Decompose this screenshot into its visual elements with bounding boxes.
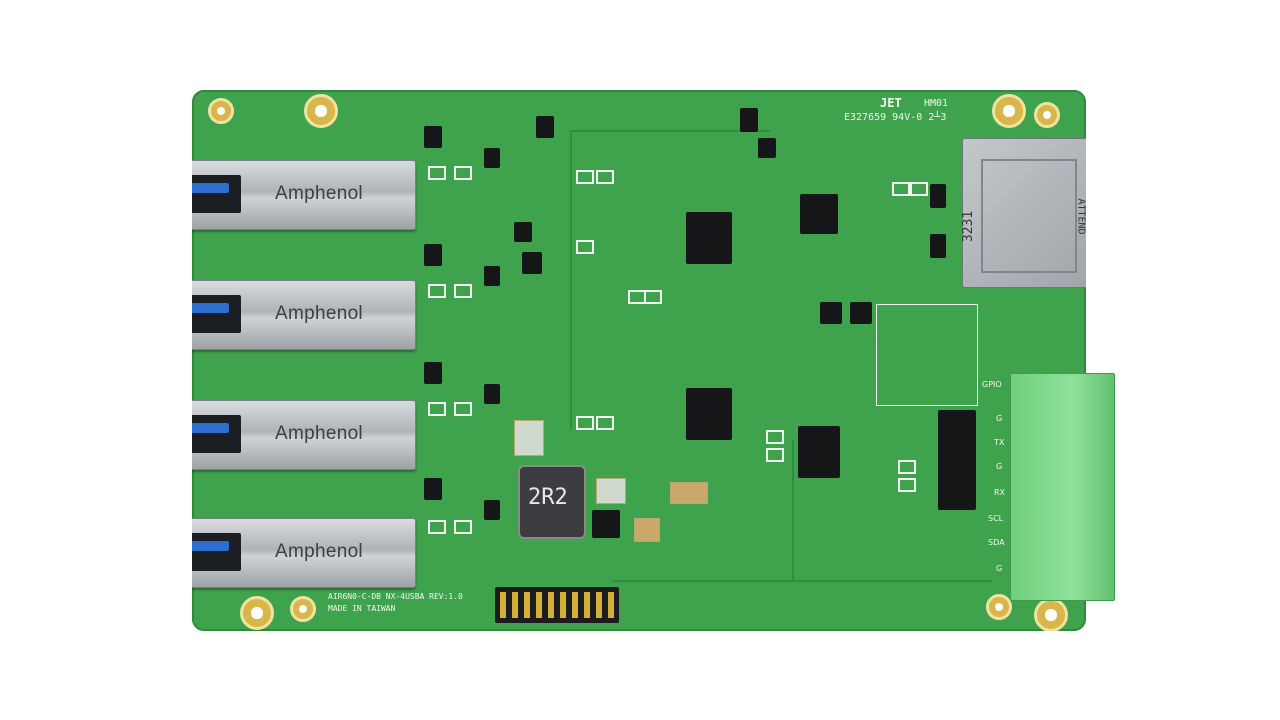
small-chip — [758, 138, 776, 158]
usb-tongue — [192, 303, 229, 313]
smd-pad — [766, 430, 784, 444]
capacitor — [670, 482, 708, 504]
usb-port-4[interactable]: Amphenol — [192, 518, 416, 588]
usb-slot — [192, 415, 241, 453]
smd-pad — [454, 166, 472, 180]
smd-pad — [576, 240, 594, 254]
transistor — [484, 500, 500, 520]
smd-pad — [428, 402, 446, 416]
smd-pad — [892, 182, 910, 196]
trace — [792, 440, 794, 580]
tssop-chip — [938, 410, 976, 510]
usb-tongue — [192, 541, 229, 551]
gpio-pin-label: RX — [994, 488, 1006, 497]
connector-brand: Amphenol — [275, 541, 363, 562]
small-chip — [740, 108, 758, 132]
smd-pad — [576, 416, 594, 430]
gpio-pin-label: G — [996, 414, 1003, 423]
smd-pad — [428, 284, 446, 298]
inductor-label: 2R2 — [528, 485, 568, 510]
smd-pad — [428, 166, 446, 180]
usb-tongue — [192, 183, 229, 193]
gpio-pin-label: SCL — [988, 514, 1004, 523]
gpio-pin-label: G — [996, 564, 1003, 573]
gpio-pin-label: SDA — [988, 538, 1005, 547]
transistor — [514, 222, 532, 242]
mounting-hole — [240, 596, 274, 630]
trace — [570, 130, 770, 132]
gpio-label: GPIO — [982, 380, 1002, 389]
mounting-hole — [992, 94, 1026, 128]
smd-pad — [596, 416, 614, 430]
transistor — [484, 384, 500, 404]
soic-chip — [798, 426, 840, 478]
pin-header[interactable] — [495, 587, 619, 623]
inductor: 2R2 — [518, 465, 586, 539]
soic-chip — [686, 212, 732, 264]
mounting-hole — [304, 94, 338, 128]
small-chip — [820, 302, 842, 324]
transistor — [536, 116, 554, 138]
qfn-chip — [800, 194, 838, 234]
soic-chip — [686, 388, 732, 440]
usb-slot — [192, 533, 241, 571]
pcb-board: Amphenol Amphenol Amphenol Amphenol — [192, 90, 1086, 631]
capacitor — [634, 518, 660, 542]
transistor — [522, 252, 542, 274]
usb-slot — [192, 295, 241, 333]
certification: E327659 94V-0 2┴3 — [844, 112, 947, 123]
gpio-pin-label: G — [996, 462, 1003, 471]
gpio-pin-label: TX — [994, 438, 1005, 447]
smd-pad — [898, 460, 916, 474]
small-chip — [930, 184, 946, 208]
small-chip — [850, 302, 872, 324]
trace — [612, 580, 992, 582]
origin-text: MADE IN TAIWAN — [328, 604, 396, 613]
capacitor — [596, 478, 626, 504]
smd-pad — [454, 402, 472, 416]
connector-brand: Amphenol — [275, 303, 363, 324]
smd-pad — [428, 520, 446, 534]
board-code: HM01 — [924, 98, 949, 109]
sd-number: 3231 — [961, 210, 977, 243]
mounting-hole — [290, 596, 316, 622]
smd-pad — [454, 520, 472, 534]
header-pins — [500, 592, 614, 618]
transistor — [424, 362, 442, 384]
small-chip — [930, 234, 946, 258]
connector-brand: Amphenol — [275, 423, 363, 444]
smd-pad — [576, 170, 594, 184]
smd-pad — [766, 448, 784, 462]
usb-tongue — [192, 423, 229, 433]
smd-pad — [910, 182, 928, 196]
sd-card-slot[interactable]: 3231 ATTEND — [961, 138, 1086, 288]
smd-pad — [596, 170, 614, 184]
connector-brand: Amphenol — [275, 183, 363, 204]
smd-pad — [898, 478, 916, 492]
component-outline — [876, 304, 978, 406]
smd-pad — [454, 284, 472, 298]
sd-slot-frame — [981, 159, 1077, 273]
mounting-hole — [208, 98, 234, 124]
jet-logo: JET — [880, 96, 902, 110]
transistor — [424, 244, 442, 266]
transistor — [424, 126, 442, 148]
trace — [570, 130, 572, 430]
transistor — [484, 148, 500, 168]
mounting-hole — [1034, 598, 1068, 631]
transistor — [592, 510, 620, 538]
transistor — [424, 478, 442, 500]
usb-port-1[interactable]: Amphenol — [192, 160, 416, 230]
mounting-hole — [986, 594, 1012, 620]
smd-pad — [644, 290, 662, 304]
usb-port-2[interactable]: Amphenol — [192, 280, 416, 350]
sd-label: ATTEND — [1075, 198, 1086, 235]
terminal-block[interactable] — [1010, 373, 1115, 601]
usb-port-3[interactable]: Amphenol — [192, 400, 416, 470]
transistor — [484, 266, 500, 286]
capacitor — [514, 420, 544, 456]
mounting-hole — [1034, 102, 1060, 128]
usb-slot — [192, 175, 241, 213]
model-text: AIR6N0-C-DB NX-4USBA REV:1.0 — [328, 592, 463, 601]
